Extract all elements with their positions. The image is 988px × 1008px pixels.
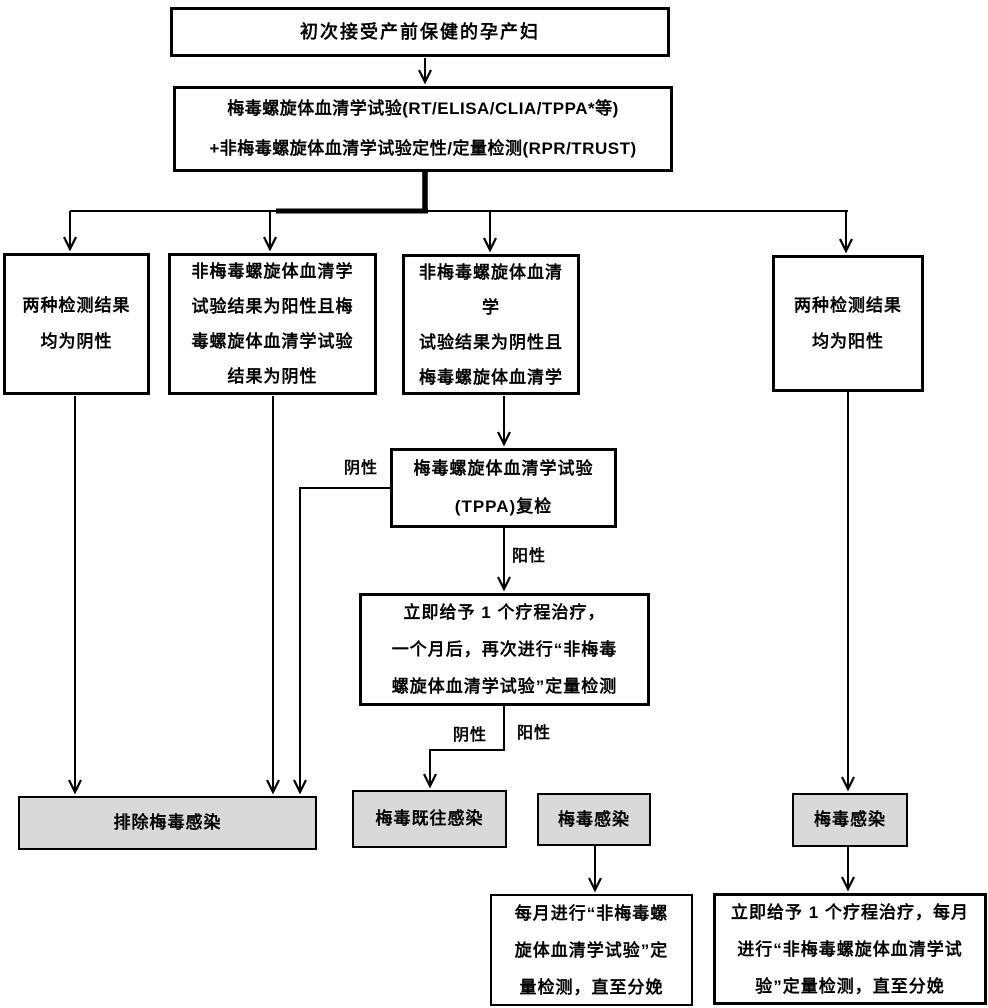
node-treat-and-monthly-test: 立即给予 1 个疗程治疗，每月 进行“非梅毒螺旋体血清学试 验”定量检测，直至分… bbox=[713, 893, 987, 1005]
node-start: 初次接受产前保健的孕产妇 bbox=[170, 7, 670, 57]
node-tppa-recheck: 梅毒螺旋体血清学试验 (TPPA)复检 bbox=[390, 448, 617, 528]
edge-label-retest-negative: 阴性 bbox=[453, 727, 488, 744]
node-both-negative: 两种检测结果 均为阴性 bbox=[3, 253, 150, 395]
edge-retest-negative bbox=[423, 706, 505, 789]
node-nontrep-pos-trep-neg: 非梅毒螺旋体血清学 试验结果为阳性且梅 毒螺旋体血清学试验 结果为阴性 bbox=[168, 253, 377, 395]
node-past-infection: 梅毒既往感染 bbox=[352, 790, 507, 848]
node-both-positive: 两种检测结果 均为阳性 bbox=[772, 255, 924, 392]
edge-label-tppa-positive: 阳性 bbox=[512, 548, 547, 565]
edge-tppa-negative bbox=[293, 487, 390, 795]
node-syphilis-infection-mid: 梅毒感染 bbox=[537, 793, 651, 846]
node-treat-then-retest: 立即给予 1 个疗程治疗， 一个月后，再次进行“非梅毒 螺旋体血清学试验”定量检… bbox=[359, 593, 650, 706]
edge-label-tppa-negative: 阴性 bbox=[344, 460, 379, 477]
node-nontrep-neg-trep-pos: 非梅毒螺旋体血清 学 试验结果为阴性且 梅毒螺旋体血清学 bbox=[402, 254, 580, 395]
node-screening-tests: 梅毒螺旋体血清学试验(RT/ELISA/CLIA/TPPA*等) +非梅毒螺旋体… bbox=[173, 86, 673, 172]
node-syphilis-infection-right: 梅毒感染 bbox=[792, 793, 908, 847]
edge-label-retest-positive: 阳性 bbox=[517, 725, 552, 742]
node-monthly-quant-test: 每月进行“非梅毒螺 旋体血清学试验”定 量检测，直至分娩 bbox=[490, 894, 693, 1006]
node-exclude-syphilis: 排除梅毒感染 bbox=[18, 796, 317, 850]
